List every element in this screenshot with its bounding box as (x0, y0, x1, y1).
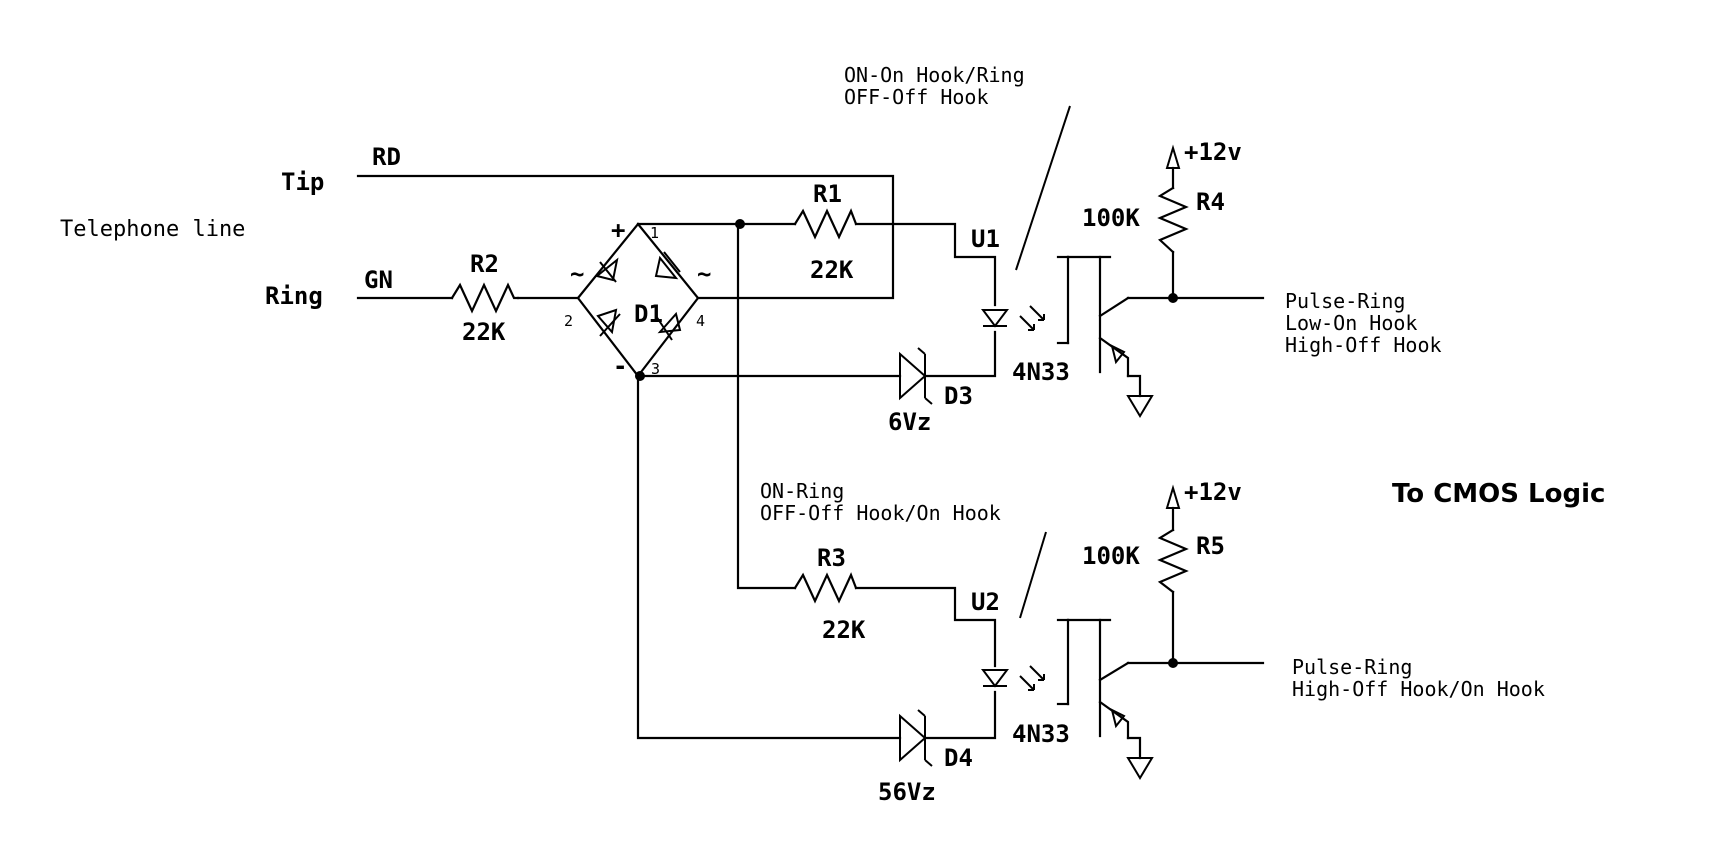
d4-to-u2-wire (923, 690, 997, 740)
u2-part-label: 4N33 (1012, 720, 1070, 748)
resistor-r2 (450, 282, 520, 314)
out2-line2: High-Off Hook/On Hook (1292, 677, 1545, 701)
branch-to-r3-wire (736, 222, 797, 590)
rd-label: RD (372, 143, 401, 171)
pin-2-label: 2 (564, 312, 573, 330)
gn-label: GN (364, 266, 393, 294)
wires (356, 166, 1265, 740)
u1-note-line1: ON-On Hook/Ring (844, 63, 1025, 87)
d4-value: 56Vz (878, 778, 936, 806)
out2-line1: Pulse-Ring (1292, 655, 1412, 679)
out1-line2: Low-On Hook (1285, 311, 1417, 335)
vcc1-label: +12v (1184, 138, 1242, 166)
cmos-label: To CMOS Logic (1392, 479, 1605, 509)
r4-label: R4 (1196, 188, 1225, 216)
r4-value: 100K (1082, 204, 1140, 232)
u2-note-leader (1019, 531, 1047, 619)
r5-label: R5 (1196, 532, 1225, 560)
zener-diode-d3 (899, 347, 933, 405)
vcc2-arrow (1165, 484, 1181, 509)
pin-4-label: 4 (696, 312, 705, 330)
u1-note-leader (1015, 105, 1071, 271)
u1-part-label: 4N33 (1012, 358, 1070, 386)
telephone-line-label: Telephone line (60, 217, 245, 242)
optocoupler-u2 (981, 618, 1154, 780)
u1-note-line2: OFF-Off Hook (844, 85, 989, 109)
bridge-ac-right-label: ~ (697, 260, 711, 288)
resistor-r3 (793, 572, 858, 604)
junction-dot (1168, 293, 1178, 303)
resistor-r4 (1157, 186, 1189, 254)
zener-diode-d4 (899, 709, 933, 767)
r1-to-u1-wire (854, 222, 997, 307)
minus-to-d4-wire (636, 374, 902, 740)
u2-label: U2 (971, 588, 1000, 616)
u2-note-line1: ON-Ring (760, 479, 844, 503)
pin-1-label: 1 (650, 224, 659, 242)
r5-value: 100K (1082, 542, 1140, 570)
tip-wire (356, 174, 895, 300)
out1-line1: Pulse-Ring (1285, 289, 1405, 313)
r2-value: 22K (462, 318, 506, 346)
vcc2-label: +12v (1184, 478, 1242, 506)
bridge-rectifier-d1 (576, 222, 700, 378)
out1-line3: High-Off Hook (1285, 333, 1442, 357)
d3-label: D3 (944, 382, 973, 410)
junction-dot (1168, 658, 1178, 668)
resistor-r1 (793, 208, 858, 240)
u1-label: U1 (971, 225, 1000, 253)
r3-label: R3 (817, 544, 846, 572)
d1-label: D1 (634, 300, 663, 328)
d3-value: 6Vz (888, 408, 931, 436)
junction-dot (735, 219, 745, 229)
r3-to-u2-wire (854, 586, 997, 668)
d3-to-u1-wire (923, 330, 997, 378)
r3-value: 22K (822, 616, 866, 644)
vcc1-arrow (1165, 144, 1181, 169)
r1-value: 22K (810, 256, 854, 284)
bridge-plus-label: + (611, 216, 625, 244)
bridge-ac-left-label: ~ (570, 260, 584, 288)
ring-label: Ring (265, 282, 323, 310)
junction-dot (635, 371, 645, 381)
pin-3-label: 3 (651, 360, 660, 378)
u2-note-line2: OFF-Off Hook/On Hook (760, 501, 1001, 525)
r2-label: R2 (470, 250, 499, 278)
d4-label: D4 (944, 744, 973, 772)
bridge-minus-label: - (613, 352, 627, 380)
r1-label: R1 (813, 180, 842, 208)
resistor-r5 (1157, 528, 1189, 594)
optocoupler-u1 (981, 255, 1154, 418)
tip-label: Tip (281, 168, 324, 196)
